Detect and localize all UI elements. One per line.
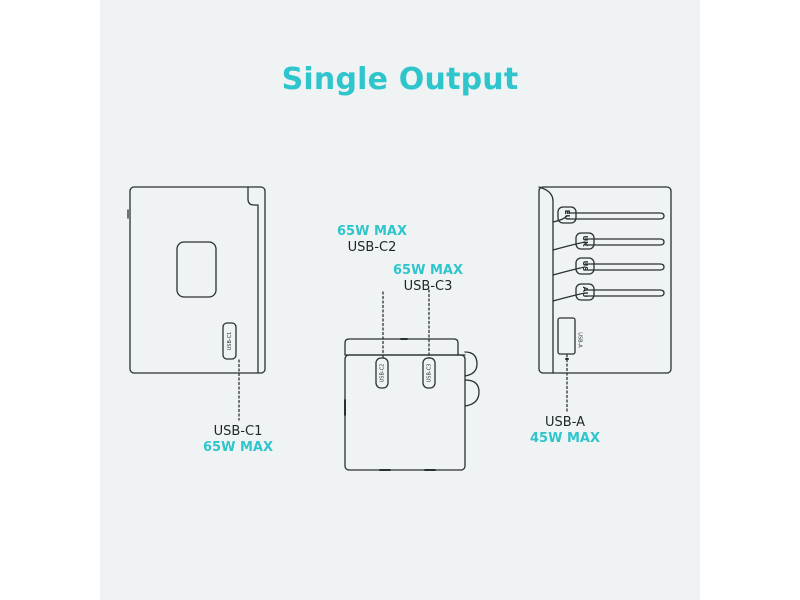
usb-c1-port xyxy=(222,322,237,360)
usb-c3-port-marking: USB-C3 xyxy=(427,364,433,383)
usb-c2-power-label: 65W MAX xyxy=(337,224,407,239)
adapter-edge-left xyxy=(247,186,259,374)
usb-a-power-label: 45W MAX xyxy=(530,431,600,446)
usb-c1-name-label: USB-C1 xyxy=(213,424,263,439)
usb-a-port-marking: USB-A xyxy=(577,332,583,348)
eu-slider-track xyxy=(566,212,665,220)
usb-c1-power-label: 65W MAX xyxy=(203,440,273,455)
adapter-illustrations: USB-C1 USB-C2 USB-C3 xyxy=(127,186,672,471)
adapter-side-view-left: USB-C1 xyxy=(127,186,266,421)
us-slider-track xyxy=(584,263,665,271)
usb-c1-port-marking: USB-C1 xyxy=(227,332,233,351)
adapter-top-center xyxy=(344,338,459,356)
adapter-body-center xyxy=(344,354,466,471)
adapter-body-left xyxy=(129,186,266,374)
square-button-outline xyxy=(176,241,217,298)
uk-slider-track xyxy=(584,238,665,246)
au-plug-badge xyxy=(575,283,595,301)
usb-a-name-label: USB-A xyxy=(545,415,585,430)
uk-plug-badge xyxy=(575,232,595,250)
adapter-side-view-right: EU UK US AU USB-A xyxy=(538,186,672,413)
adapter-edge-right xyxy=(538,186,554,374)
us-plug-label: US xyxy=(581,261,589,272)
usb-c2-port-marking: USB-C2 xyxy=(380,364,386,383)
eu-plug-badge xyxy=(557,206,577,224)
adapter-body-right xyxy=(538,186,672,374)
slider-knob-bottom xyxy=(464,379,480,407)
usb-c2-port xyxy=(375,357,389,389)
product-panel: Single Output USB-C1 USB-C2 xyxy=(100,0,700,600)
usb-c2-name-label: USB-C2 xyxy=(347,240,397,255)
us-plug-badge xyxy=(575,257,595,275)
page-title: Single Output xyxy=(281,62,519,97)
slider-knob-top xyxy=(464,351,478,377)
adapter-front-view-center: USB-C2 USB-C3 xyxy=(344,289,480,471)
usb-c3-name-label: USB-C3 xyxy=(403,279,453,294)
au-plug-label: AU xyxy=(581,287,589,298)
uk-plug-label: UK xyxy=(581,235,589,247)
au-slider-track xyxy=(584,289,665,297)
usb-c3-power-label: 65W MAX xyxy=(393,263,463,278)
usb-a-port xyxy=(557,317,576,355)
eu-plug-label: EU xyxy=(563,210,571,221)
